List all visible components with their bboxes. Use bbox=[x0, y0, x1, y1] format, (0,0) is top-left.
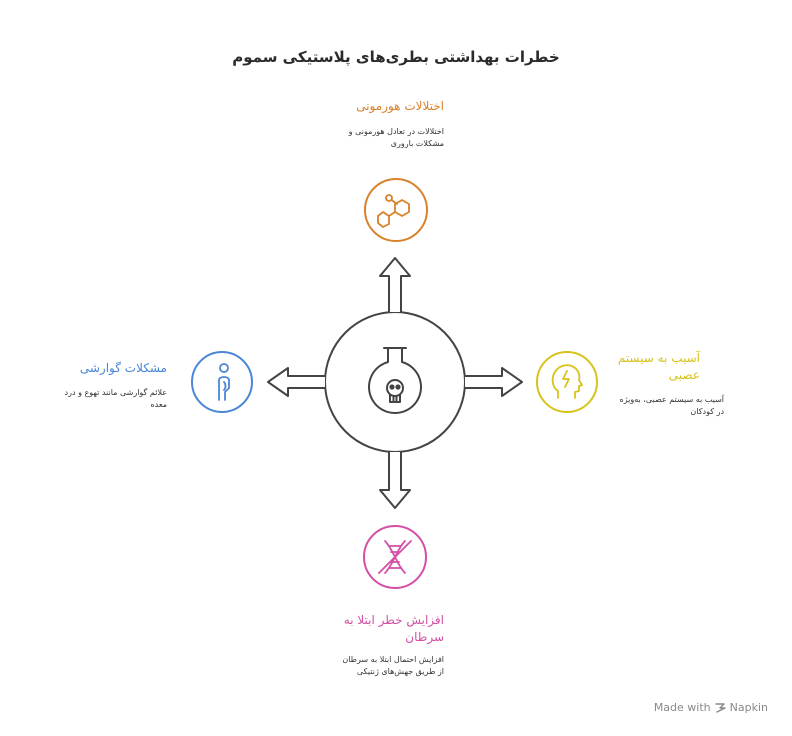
nervous-heading-line-2: عصبی bbox=[668, 368, 700, 382]
cancer-heading-line-1: افزایش خطر ابتلا به bbox=[343, 613, 444, 627]
made-with-label: Made with bbox=[653, 701, 711, 714]
arrow-up bbox=[379, 257, 411, 312]
cancer-desc-line-1: افزایش احتمال ابتلا به سرطان bbox=[342, 655, 444, 664]
hormonal-circle bbox=[364, 178, 428, 242]
cancer-desc-line-2: از طریق جهش‌های ژنتیکی bbox=[356, 667, 444, 676]
digestive-desc-line-2: معده bbox=[150, 400, 167, 409]
page-title: خطرات بهداشتی بطری‌های پلاستیکی سموم bbox=[232, 48, 560, 66]
person-stomach-icon bbox=[218, 363, 230, 401]
cancer-heading-line-2: سرطان bbox=[405, 630, 444, 644]
digestive-desc-line-1: علائم گوارشی مانند تهوع و درد bbox=[64, 388, 167, 397]
center-circle bbox=[324, 311, 466, 453]
footer-credit[interactable]: Made with Napkin bbox=[654, 701, 768, 714]
nervous-heading-line-1: آسیب به سیستم bbox=[617, 351, 700, 365]
napkin-logo-icon bbox=[714, 703, 726, 713]
arrow-left bbox=[267, 367, 325, 397]
digestive-desc: علائم گوارشی مانند تهوع و درد معده bbox=[40, 387, 167, 411]
arrow-down bbox=[379, 452, 411, 509]
napkin-brand: Napkin bbox=[729, 701, 768, 714]
nervous-desc: آسیب به سیستم عصبی، به‌ویژه در کودکان bbox=[600, 394, 724, 418]
cancer-heading: افزایش خطر ابتلا به سرطان bbox=[300, 612, 444, 646]
cancer-desc: افزایش احتمال ابتلا به سرطان از طریق جهش… bbox=[300, 654, 444, 678]
poison-bottle-icon bbox=[368, 347, 422, 415]
nervous-desc-line-2: در کودکان bbox=[690, 407, 724, 416]
hormonal-desc-line-2: مشکلات باروری bbox=[390, 139, 444, 148]
head-lightning-icon bbox=[551, 364, 583, 399]
nervous-desc-line-1: آسیب به سیستم عصبی، به‌ویژه bbox=[619, 395, 724, 404]
arrow-right bbox=[465, 367, 523, 397]
molecule-icon bbox=[377, 194, 410, 228]
dna-crossed-icon bbox=[378, 540, 412, 574]
digestive-heading: مشکلات گوارشی bbox=[79, 361, 167, 375]
hormonal-desc-line-1: اختلالات در تعادل هورمونی و bbox=[348, 127, 444, 136]
nervous-heading: آسیب به سیستم عصبی bbox=[600, 350, 700, 384]
hormonal-desc: اختلالات در تعادل هورمونی و مشکلات بارور… bbox=[300, 126, 444, 150]
hormonal-heading: اختلالات هورمونی bbox=[356, 99, 444, 113]
digestive-circle bbox=[191, 351, 253, 413]
